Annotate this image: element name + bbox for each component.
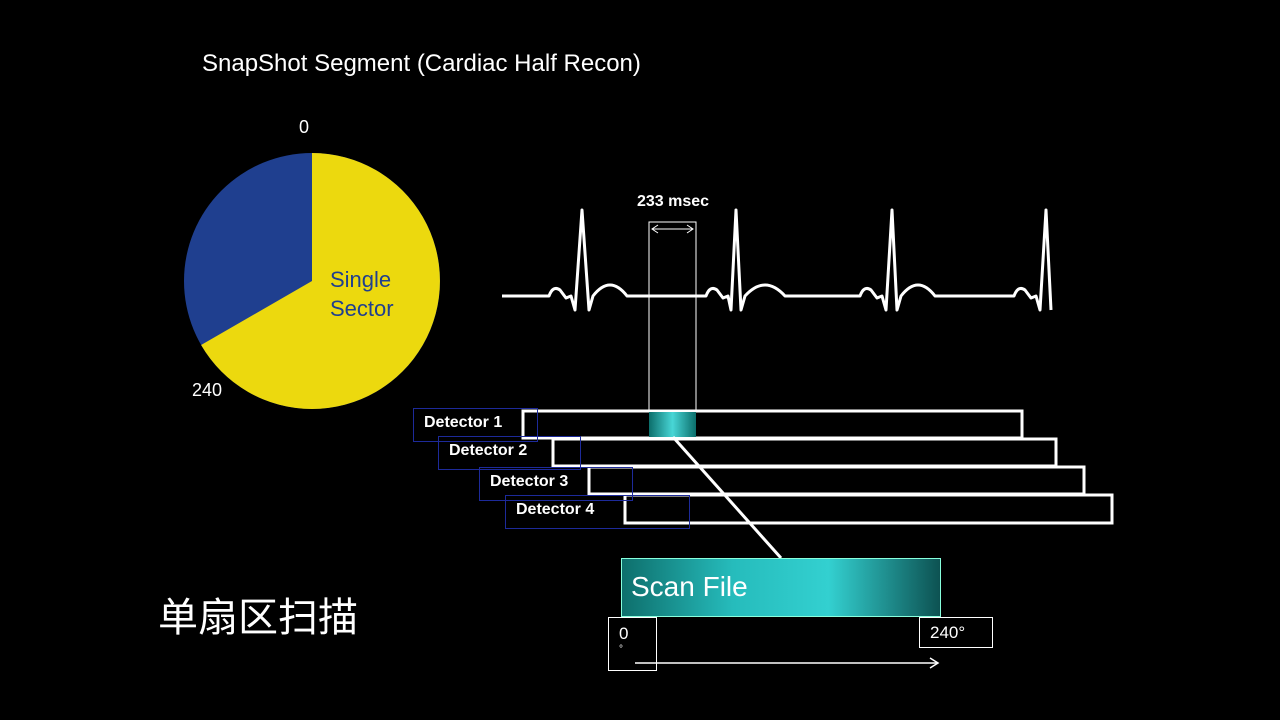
detector-4-bar (623, 493, 1114, 525)
detector-3-bar (587, 465, 1086, 496)
pie-chart (184, 153, 440, 409)
interval-label: 233 msec (637, 193, 710, 210)
caption: 单扇区扫描 (158, 595, 358, 641)
scan-end-box: 240° (919, 617, 993, 648)
interval-window (648, 221, 697, 412)
ecg-trace (502, 208, 1053, 312)
scan-direction-arrow (635, 657, 940, 669)
slide-title: SnapShot Segment (Cardiac Half Recon) (202, 50, 641, 77)
connector-line (671, 436, 783, 559)
pie-single-sector-slice (201, 153, 440, 409)
interval-arrow (651, 224, 694, 234)
pie-label-zero: 0 (299, 117, 310, 137)
scan-start-unit: ° (619, 644, 623, 655)
detector-1-label: Detector 1 (413, 408, 538, 442)
pie-sector-label: Single Sector (330, 267, 394, 321)
detector-1-bar (521, 409, 1024, 440)
scan-file-box: Scan File (621, 558, 941, 617)
pie-label-240: 240 (192, 380, 223, 400)
detector-2-bar (551, 437, 1058, 468)
selected-segment (649, 412, 696, 437)
detector-2-label: Detector 2 (438, 436, 581, 470)
detector-3-label: Detector 3 (479, 467, 633, 501)
scan-start-label: 0 (619, 624, 629, 643)
detector-4-label: Detector 4 (505, 495, 690, 529)
scan-start-box: 0 ° (608, 617, 657, 671)
